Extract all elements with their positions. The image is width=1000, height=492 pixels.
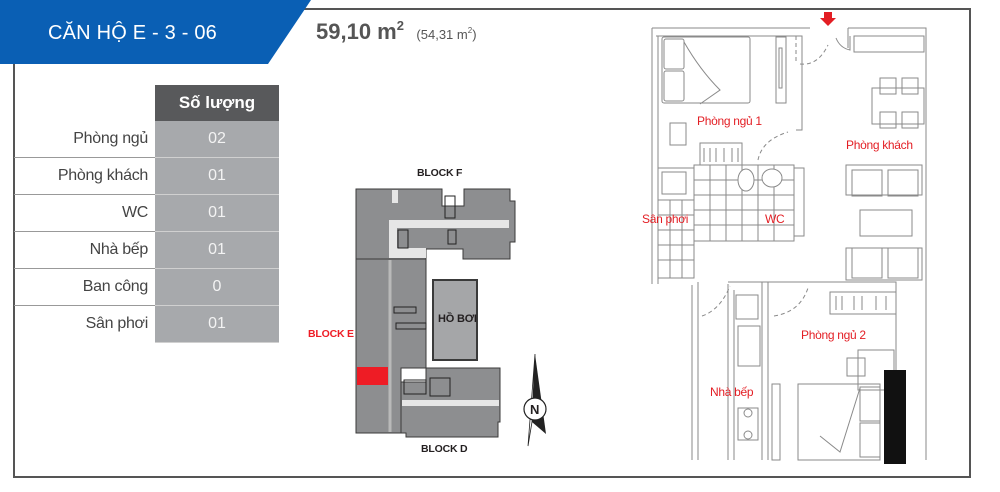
row-divider (14, 231, 155, 232)
room-label-drying-yard: Sân phơi (642, 212, 689, 226)
site-plan-drawing (355, 188, 547, 447)
apartment-area: 59,10 m2 (54,31 m2) (316, 18, 477, 45)
area-gross-exponent: 2 (396, 18, 404, 33)
row-label: Ban công (82, 278, 149, 295)
room-label-bedroom-1: Phòng ngủ 1 (697, 114, 762, 128)
table-row: Sân phơi 01 (14, 306, 279, 343)
apartment-banner: CĂN HỘ E - 3 - 06 (0, 0, 312, 64)
area-net: (54,31 m2) (416, 26, 477, 42)
row-label: Nhà bếp (89, 241, 149, 258)
frame-top-border (300, 8, 971, 10)
block-f-label: BLOCK F (417, 167, 463, 179)
banner-shape (0, 0, 311, 64)
row-value: 02 (155, 121, 279, 158)
floor-plan-drawing (651, 12, 927, 464)
row-value: 01 (155, 195, 279, 232)
north-icon: N (530, 402, 540, 417)
area-net-exponent: 2 (467, 26, 473, 35)
table-row: Phòng khách 01 (14, 158, 279, 195)
row-divider (14, 305, 155, 306)
row-label: WC (121, 204, 148, 221)
frame-right-border (969, 8, 971, 478)
row-label: Phòng khách (57, 167, 148, 184)
frame-left-border (13, 64, 15, 478)
area-net-value: (54,31 m (416, 27, 468, 42)
row-value: 01 (155, 158, 279, 195)
table-row: Nhà bếp 01 (14, 232, 279, 269)
row-value: 01 (155, 306, 279, 343)
room-label-bedroom-2: Phòng ngủ 2 (801, 328, 866, 342)
unit-floor-plan: Phòng ngủ 1 Phòng khách Sân phơi WC Phòn… (640, 0, 970, 478)
apartment-code: CĂN HỘ E - 3 - 06 (48, 22, 217, 44)
row-label: Sân phơi (85, 315, 149, 332)
quantity-column-header: Số lượng (155, 85, 279, 121)
row-divider (14, 157, 155, 158)
row-value: 01 (155, 232, 279, 269)
room-label-wc: WC (765, 212, 785, 226)
area-gross: 59,10 m2 (316, 18, 404, 44)
block-d-label: BLOCK D (421, 443, 468, 455)
room-label-kitchen: Nhà bếp (710, 385, 754, 399)
highlighted-unit (357, 367, 388, 385)
frame-bottom-border (13, 476, 971, 478)
area-gross-value: 59,10 m (316, 19, 397, 44)
row-label: Phòng ngủ (73, 130, 148, 147)
row-divider (14, 194, 155, 195)
table-row: WC 01 (14, 195, 279, 232)
row-value: 0 (155, 269, 279, 306)
block-e-label: BLOCK E (308, 328, 354, 340)
entrance-arrow-icon (820, 12, 836, 26)
row-divider (14, 268, 155, 269)
room-label-living-room: Phòng khách (846, 138, 913, 152)
table-row: Ban công 0 (14, 269, 279, 306)
table-row: Phòng ngủ 02 (14, 121, 279, 158)
pool-label: HỒ BƠI (438, 313, 477, 325)
site-plan: BLOCK F BLOCK E BLOCK D HỒ BƠI N (300, 150, 560, 470)
area-net-close: ) (472, 27, 477, 42)
